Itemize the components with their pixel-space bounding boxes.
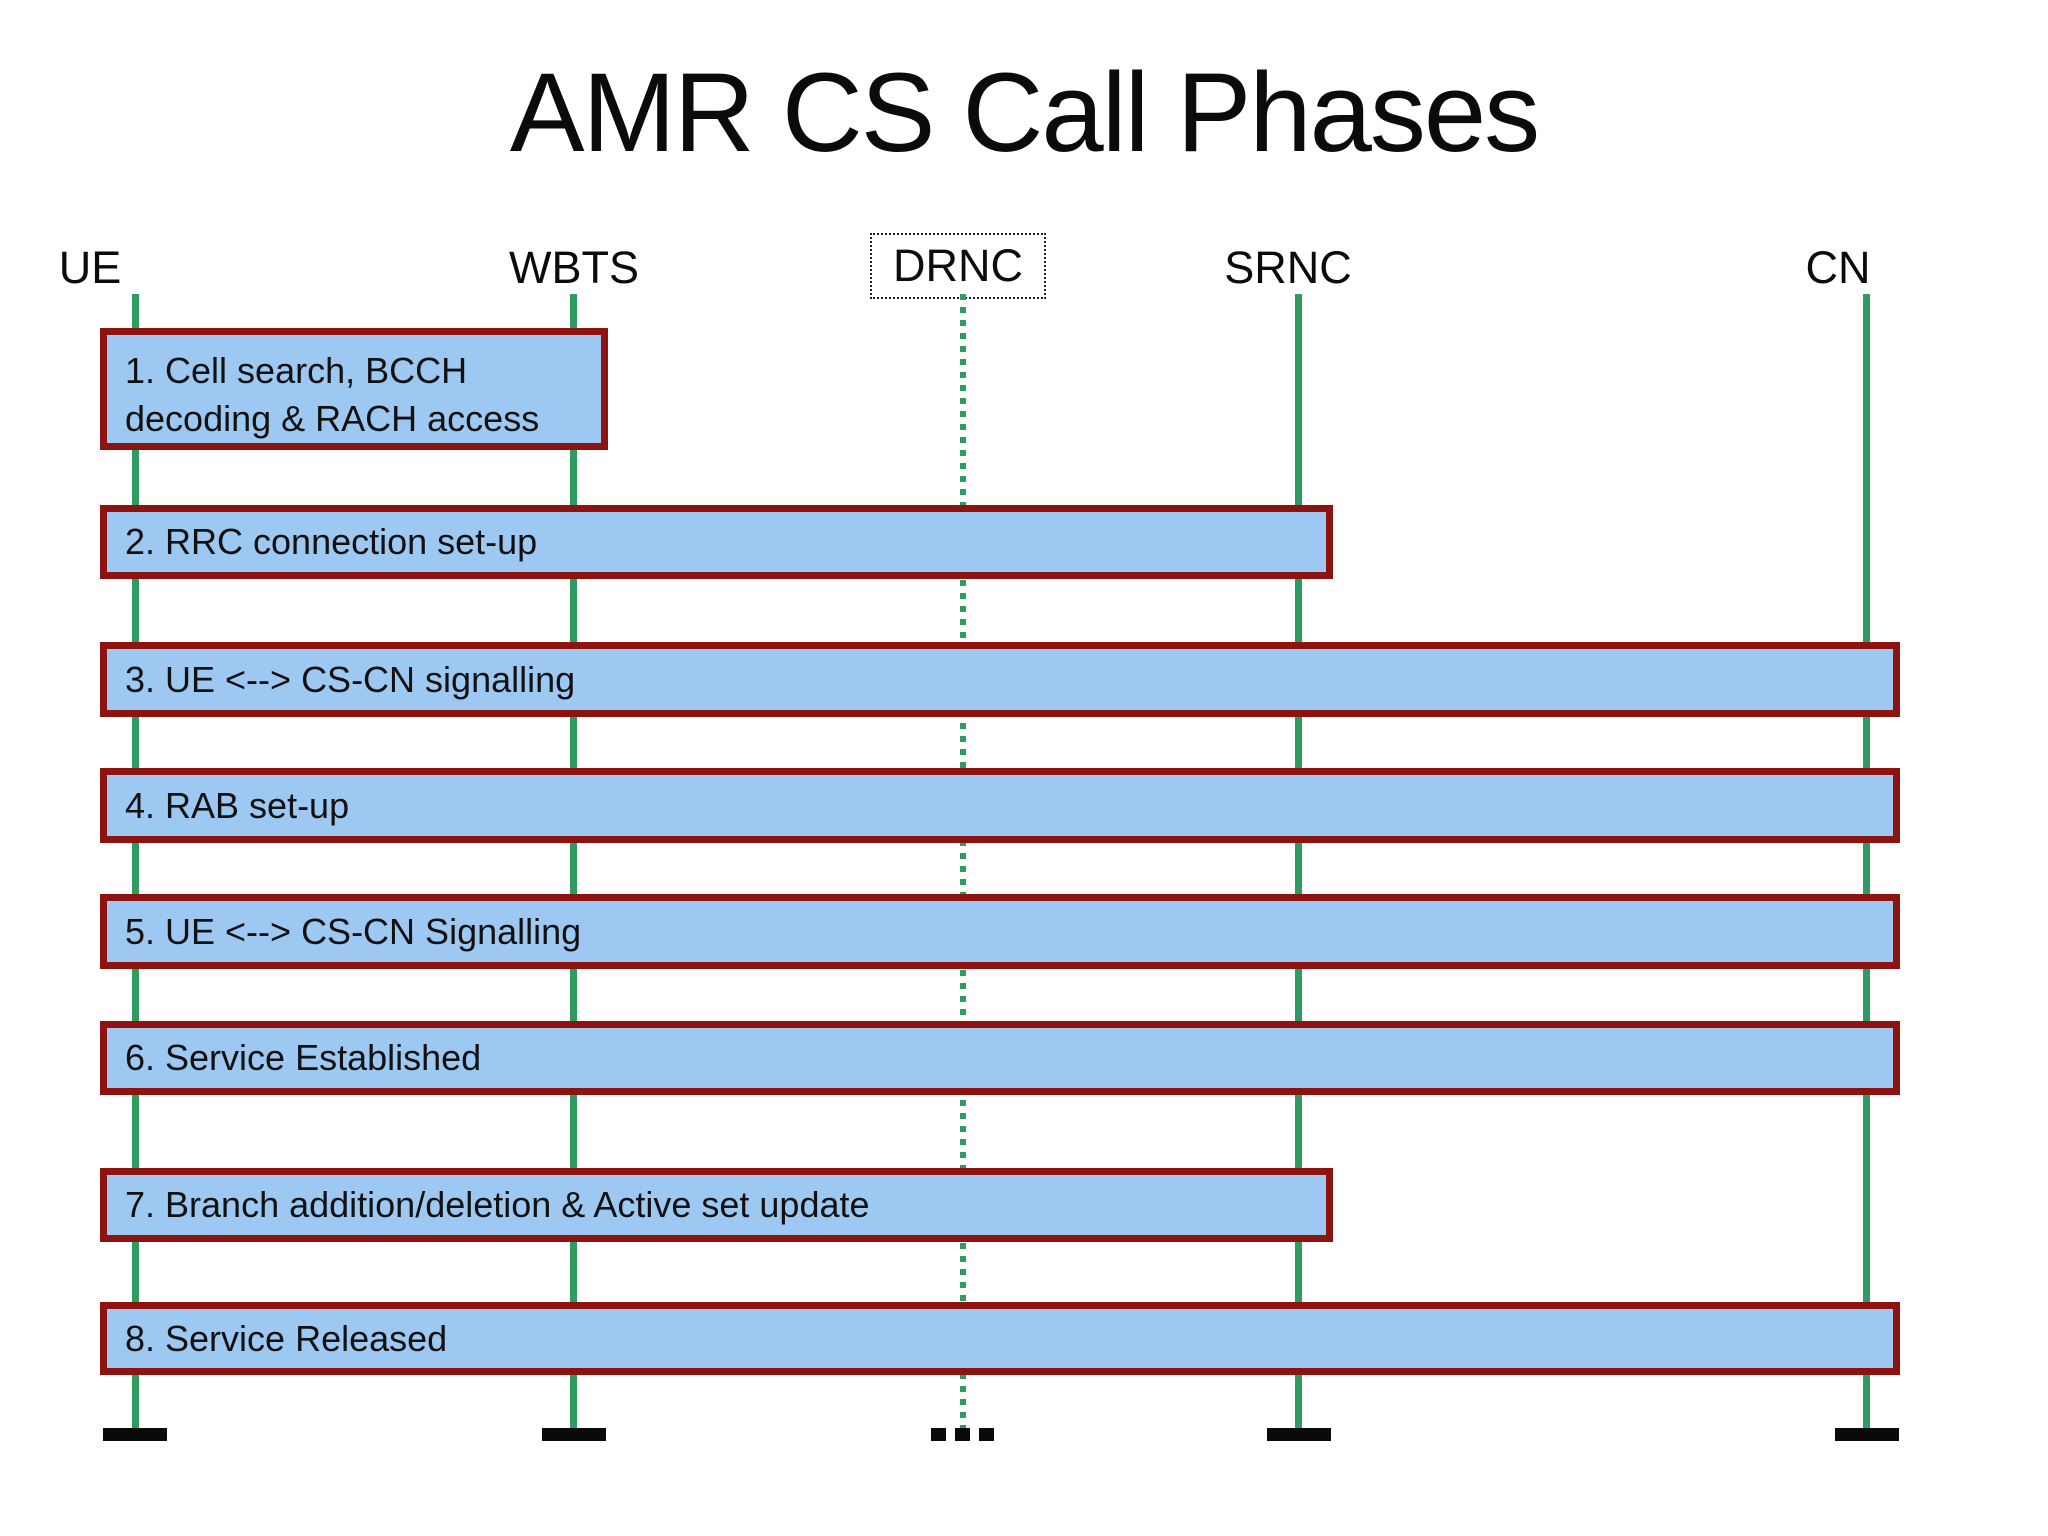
lifeline-terminator-ue: [103, 1428, 167, 1441]
phase-box-3: 3. UE <--> CS-CN signalling: [100, 642, 1900, 717]
phase-box-2: 2. RRC connection set-up: [100, 505, 1333, 579]
phase-box-8: 8. Service Released: [100, 1302, 1900, 1375]
phase-box-5: 5. UE <--> CS-CN Signalling: [100, 894, 1900, 969]
actor-label-drnc: DRNC: [893, 240, 1023, 291]
actor-label-wbts: WBTS: [509, 242, 639, 293]
terminator-dash: [931, 1428, 946, 1441]
lifeline-terminator-cn: [1835, 1428, 1899, 1441]
terminator-dash: [955, 1428, 970, 1441]
lifeline-srnc: [1295, 294, 1302, 1428]
lifeline-terminator-drnc: [931, 1428, 994, 1441]
phase-box-1: 1. Cell search, BCCH decoding & RACH acc…: [100, 328, 608, 450]
lifeline-terminator-wbts: [542, 1428, 606, 1441]
phase-box-7: 7. Branch addition/deletion & Active set…: [100, 1168, 1333, 1242]
lifeline-ue: [132, 294, 139, 1428]
terminator-dash: [979, 1428, 994, 1441]
actor-label-srnc: SRNC: [1224, 242, 1352, 293]
actor-label-cn: CN: [1805, 242, 1871, 293]
phase-box-4: 4. RAB set-up: [100, 768, 1900, 843]
actor-label-box-drnc: DRNC: [870, 233, 1046, 299]
actor-label-ue: UE: [58, 242, 122, 293]
lifeline-wbts: [570, 294, 577, 1428]
lifeline-drnc-dotted: [960, 294, 966, 1428]
lifeline-terminator-srnc: [1267, 1428, 1331, 1441]
diagram-title: AMR CS Call Phases: [509, 50, 1540, 175]
lifeline-cn: [1863, 294, 1870, 1428]
phase-box-6: 6. Service Established: [100, 1021, 1900, 1095]
